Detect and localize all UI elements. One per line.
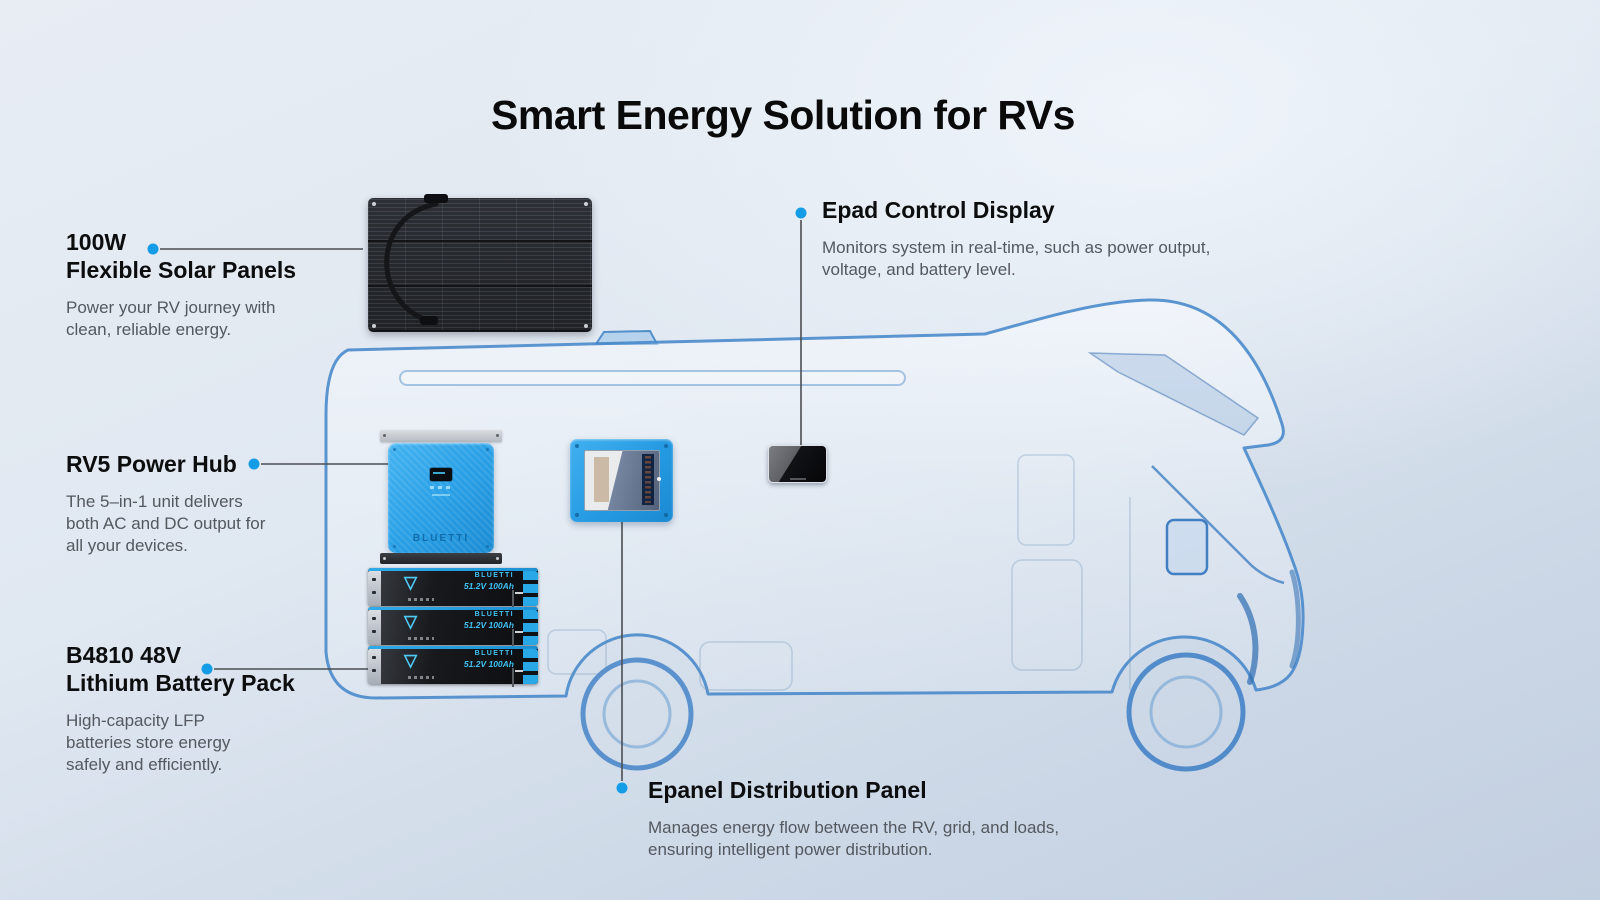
epanel-image [570,439,673,522]
battery-spec-text: 51.2V 100Ah [463,581,514,591]
battery-terminal-tabs [523,649,538,684]
callout-dot-epad [795,207,807,219]
callout-dot-power-hub [248,458,260,470]
overcab-window [1087,352,1260,436]
case-screw [393,448,396,451]
epad-display-image [768,445,827,483]
bracket-screw [383,557,386,560]
mounting-bracket [380,553,502,564]
mounting-bracket [380,430,502,442]
brand-triangle-icon: ▽ [404,612,418,631]
battery-brand-text: BLUETTI [474,650,514,657]
certification-marks [408,637,434,640]
panel-screw [372,324,376,328]
callout-epanel: Epanel Distribution Panel Manages energy… [648,776,1128,861]
battery-brand-text: BLUETTI [474,572,514,579]
hub-brand-text: BLUETTI [412,533,470,544]
rv-body-outline [324,298,1305,700]
certification-marks [408,676,434,679]
callout-heading: 100W Flexible Solar Panels [66,229,297,283]
battery-terminal-tabs [523,571,538,606]
battery-end-cap [368,610,381,645]
epanel-window [584,450,660,511]
battery-badge [512,668,523,687]
callout-dots [147,207,807,794]
case-screw [664,513,668,517]
front-bumper-stroke [1289,569,1301,669]
panel-screw [584,202,588,206]
battery-spec-text: 51.2V 100Ah [463,620,514,630]
case-screw [664,444,668,448]
callout-battery: B4810 48V Lithium Battery Pack High-capa… [66,641,376,776]
power-hub-image: BLUETTI [378,430,504,564]
battery-unit: ▽ BLUETTI 51.2V 100Ah [368,646,538,687]
callout-dot-epanel [616,782,628,794]
hub-buttons [430,486,454,489]
bracket-screw [496,434,499,437]
page-title: Smart Energy Solution for RVs [491,92,1075,138]
battery-brand-text: BLUETTI [474,611,514,618]
callout-dot-battery [201,663,213,675]
hub-lcd-screen [430,468,452,481]
battery-unit: ▽ BLUETTI 51.2V 100Ah [368,568,538,609]
solar-cable [384,194,448,325]
callout-description: Monitors system in real-time, such as po… [822,238,1211,279]
front-fender-stroke [1237,593,1259,685]
panel-screw [584,324,588,328]
connector-lines [160,220,802,781]
battery-terminal-tabs [523,610,538,645]
rear-wheel [580,657,694,771]
battery-badge [512,629,523,648]
certification-marks [408,598,434,601]
callout-description: High-capacity LFP batteries store energy… [66,711,231,774]
case-screw [393,545,396,548]
hub-model-mark [432,494,450,496]
case-screw [486,545,489,548]
epanel-latch [657,477,661,481]
bracket-screw [496,557,499,560]
solar-panel-image [368,194,592,332]
callout-description: The 5–in-1 unit delivers both AC and DC … [66,492,266,555]
battery-end-cap [368,649,381,684]
battery-stack-image: ▽ BLUETTI 51.2V 100Ah ▽ BLUETTI 51.2V 10… [368,568,538,687]
case-screw [575,513,579,517]
case-screw [486,448,489,451]
battery-spec-text: 51.2V 100Ah [463,659,514,669]
body-panel-seams [547,454,1131,691]
callout-heading: B4810 48V Lithium Battery Pack [66,642,295,696]
callout-dot-solar [147,243,159,255]
callout-description: Manages energy flow between the RV, grid… [648,818,1060,859]
epanel-glass-reflection [585,451,659,510]
battery-badge [512,590,523,609]
battery-unit: ▽ BLUETTI 51.2V 100Ah [368,607,538,648]
side-window-strip [399,370,906,386]
case-screw [575,444,579,448]
epad-brand-mark [789,478,806,480]
panel-screw [372,202,376,206]
callout-description: Power your RV journey with clean, reliab… [66,298,276,339]
windshield-pillar-line [1151,465,1285,585]
power-hub-body: BLUETTI [388,443,494,553]
battery-end-cap [368,571,381,606]
callout-heading: RV5 Power Hub [66,451,237,477]
brand-triangle-icon: ▽ [404,573,418,592]
callout-heading: Epanel Distribution Panel [648,777,927,803]
brand-triangle-icon: ▽ [404,651,418,670]
callout-heading: Epad Control Display [822,197,1055,223]
callout-epad: Epad Control Display Monitors system in … [822,196,1282,281]
front-wheel [1126,652,1246,772]
cab-door-window [1165,518,1209,576]
callout-power-hub: RV5 Power Hub The 5–in-1 unit delivers b… [66,450,366,557]
callout-solar-panels: 100W Flexible Solar Panels Power your RV… [66,228,366,341]
bracket-screw [383,434,386,437]
